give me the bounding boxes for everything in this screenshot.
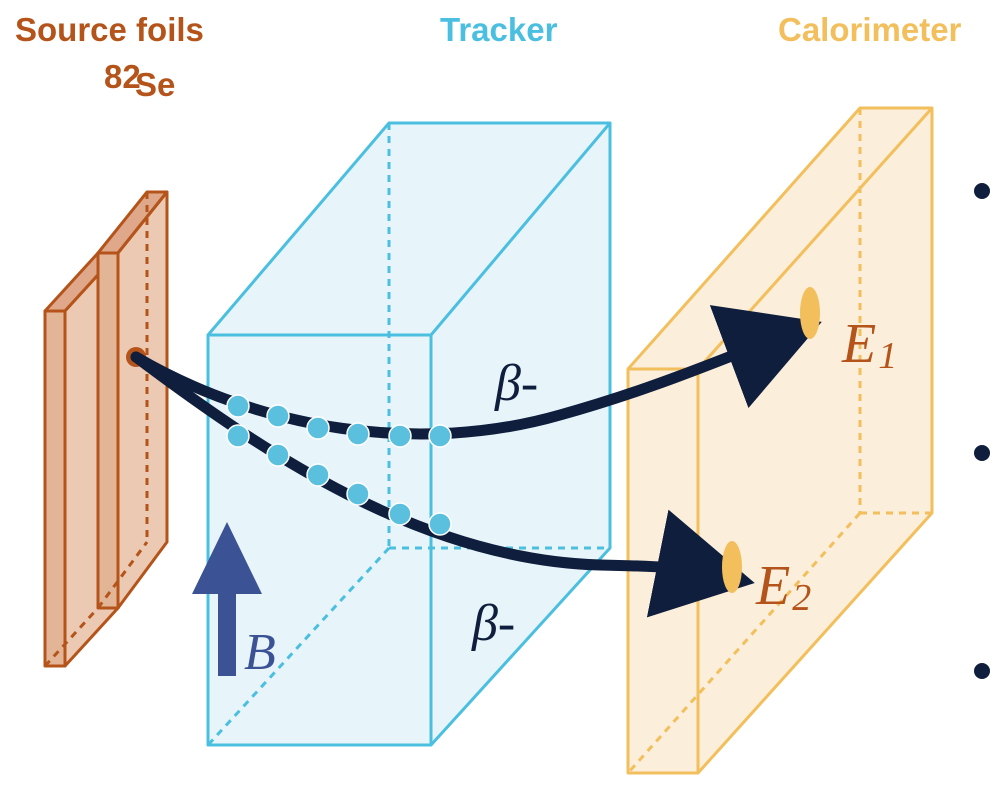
beta-label-bottom: β- [471, 595, 515, 652]
field-arrow-shaft [218, 590, 236, 676]
bullet-point [974, 183, 990, 199]
foil-front-front [96, 251, 120, 610]
electron-track-2 [130, 351, 755, 618]
energy-deposit-1 [800, 287, 820, 339]
hit-dot [306, 463, 330, 487]
hit-dot [226, 394, 250, 418]
calorimeter-title: Calorimeter [778, 11, 962, 48]
hit-dot [226, 424, 250, 448]
source-foils [43, 190, 169, 668]
beta-label-top: β- [494, 355, 538, 412]
bullet-point [974, 445, 990, 461]
hit-dot [346, 422, 370, 446]
hit-dot [428, 512, 452, 536]
hit-dot [266, 443, 290, 467]
energy-label-2: E2 [755, 555, 811, 619]
energy-deposit-2 [722, 541, 742, 593]
calorimeter-hidden-edges [626, 108, 932, 774]
foil-front-side [116, 190, 169, 610]
hit-dot [388, 424, 412, 448]
bullet-list [974, 183, 990, 679]
magnetic-field-symbol: B [244, 624, 276, 681]
hit-dot [306, 416, 330, 440]
tracker-visible-edges [208, 122, 612, 745]
field-arrow-head [192, 522, 262, 594]
energy-label-1: E1 [841, 313, 897, 377]
hit-dot [346, 482, 370, 506]
calorimeter-block [626, 106, 934, 775]
hit-dot [266, 404, 290, 428]
source-foils-title: Source foils [15, 11, 204, 48]
hit-dot [428, 424, 452, 448]
tracker-title: Tracker [440, 11, 558, 48]
tracker-hits [226, 394, 452, 536]
calorimeter-body [626, 106, 934, 775]
bullet-point [974, 663, 990, 679]
magnetic-field-arrow [192, 522, 262, 676]
foil-back-front [43, 309, 67, 668]
isotope-mass-number: 82 [104, 58, 141, 95]
hit-dot [388, 502, 412, 526]
isotope-symbol: Se [135, 66, 175, 103]
